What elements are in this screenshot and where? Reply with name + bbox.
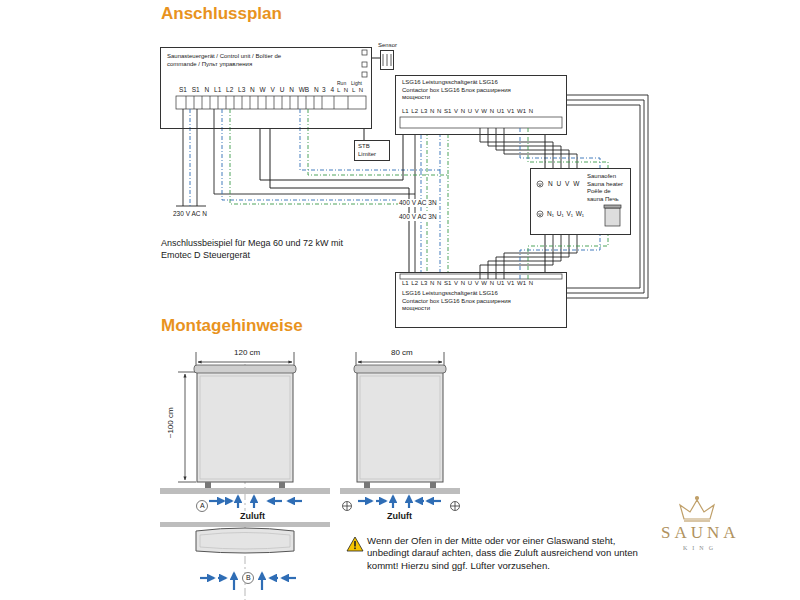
- terminal-labels: L N: [336, 87, 349, 94]
- sauna-heater-box: Saunaofen Sauna heater Poêle de sauna Пе…: [530, 168, 631, 235]
- view-marker-label: B: [245, 574, 252, 582]
- terminal-labels: N U V W: [547, 180, 580, 188]
- terminal-block: [176, 96, 366, 109]
- terminal-labels: L1 L2 L3 N N S1 V N U V W N U1 V1 W1 N: [401, 280, 534, 287]
- warning-icon: [347, 537, 363, 551]
- voltage-label: 230 V AC N: [172, 210, 208, 218]
- terminal-labels: L N: [351, 87, 364, 94]
- terminal-group-label: Light: [350, 80, 363, 86]
- terminal-labels: L1 L2 L3 N N S1 V N U V W N U1 V1 W1 N: [401, 108, 534, 115]
- sensor-symbol: [383, 54, 391, 66]
- limiter-box: STBLimiter: [354, 140, 390, 161]
- contactor-box: LSG16 Leistungsschaltgerät LSG16 Contact…: [395, 75, 567, 135]
- node-label: Sensor: [378, 42, 397, 50]
- control-symbols: [362, 50, 367, 77]
- section-heading: Montagehinweise: [160, 316, 304, 336]
- wires: [480, 95, 648, 298]
- terminal-group-label: Run: [336, 80, 347, 86]
- voltage-label: 400 V AC 3N: [398, 199, 438, 207]
- wire-connector: [260, 129, 403, 180]
- wire-connector: [372, 58, 380, 59]
- logo-crown: [680, 497, 714, 522]
- node-label: LSG16 Leistungsschaltgerät LSG16 Contact…: [402, 79, 517, 102]
- dimension-label: 120 cm: [233, 348, 261, 358]
- logo-text: KING: [682, 545, 719, 552]
- terminal-labels: 3 4: [321, 86, 335, 94]
- section-heading: Anschlussplan: [160, 4, 283, 24]
- airflow-label: Zuluft: [386, 511, 413, 522]
- node-label: Saunasteuergerät / Control unit / Boîtie…: [167, 53, 307, 68]
- wires: [520, 128, 608, 279]
- node-label: LSG16 Leistungsschaltgerät LSG16 Contact…: [402, 290, 517, 313]
- dimension-label: 80 cm: [390, 348, 414, 358]
- terminal-block: [400, 117, 562, 279]
- wire-connector: [545, 135, 546, 168]
- wire-connector: [364, 129, 365, 140]
- warning-note: Wenn der Ofen in der Mitte oder vor eine…: [366, 535, 656, 572]
- dimension-label: ~100 cm: [166, 402, 176, 444]
- heater-icon: [604, 205, 621, 226]
- heater-side-view: [340, 365, 460, 494]
- ground-symbol: [537, 181, 543, 217]
- caption-note: Anschlussbeispiel für Mega 60 und 72 kW …: [160, 238, 352, 261]
- heater-front-view: [160, 365, 330, 494]
- airflow-label: Zuluft: [239, 511, 266, 522]
- node-label: STB: [358, 143, 370, 151]
- node-label: Saunaofen Sauna heater Poêle de sauna Пе…: [587, 173, 627, 203]
- fan-icon: [343, 502, 460, 511]
- node-label: Limiter: [358, 151, 376, 159]
- voltage-label: 400 V AC 3N: [398, 213, 438, 221]
- view-marker-label: A: [199, 502, 206, 510]
- sensor-box: Sensor: [380, 50, 394, 70]
- wire-connector: [545, 235, 546, 272]
- heater-top-view: [160, 522, 330, 553]
- terminal-labels: N₁ U₁ V₁ W₁: [546, 210, 585, 218]
- logo-text: SAUNA: [660, 523, 741, 543]
- terminal-labels: S1 S1 N L1 L2 L3 N W V U N WB N: [178, 86, 320, 94]
